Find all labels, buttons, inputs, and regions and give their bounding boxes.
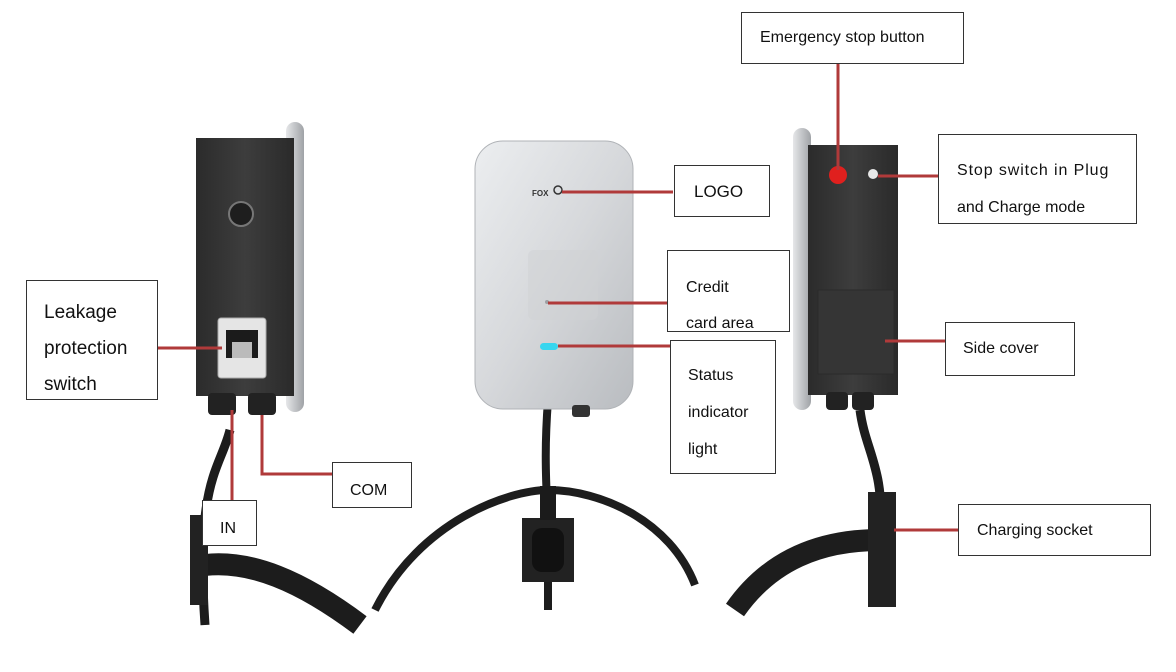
center-charger: FOX <box>371 140 699 612</box>
com-text: COM <box>350 482 388 499</box>
emergency-stop-button <box>829 166 847 184</box>
charging-socket-text: Charging socket <box>977 522 1093 539</box>
credit-card-text-1: Credit <box>686 279 729 296</box>
charging-socket-label: Charging socket <box>958 504 1151 556</box>
center-bottom-port <box>572 405 590 417</box>
emergency-stop-label: Emergency stop button <box>741 12 964 64</box>
stop-switch-text-1: Stop switch in Plug <box>957 162 1110 179</box>
side-cover <box>817 289 895 375</box>
leakage-text-3: switch <box>44 374 97 395</box>
status-text-3: light <box>688 441 718 458</box>
right-rim <box>793 128 811 410</box>
leakage-text-1: Leakage <box>44 302 117 323</box>
right-plug-cable <box>725 529 881 617</box>
in-label: IN <box>202 500 257 546</box>
right-charger <box>725 128 898 617</box>
left-charger <box>190 122 367 634</box>
com-gland <box>248 393 276 415</box>
left-round-button <box>228 201 254 227</box>
in-gland <box>208 393 236 415</box>
stop-switch-text-2: and Charge mode <box>957 199 1086 216</box>
stop-switch-button <box>868 169 878 179</box>
status-light <box>540 343 558 350</box>
in-text: IN <box>220 520 236 537</box>
side-cover-label: Side cover <box>945 322 1075 376</box>
right-gland-2 <box>852 392 874 410</box>
stop-switch-label: Stop switch in Plug and Charge mode <box>938 134 1137 224</box>
leakage-label: Leakage protection switch <box>26 280 158 400</box>
center-holster-socket <box>532 528 564 572</box>
logo-text: LOGO <box>694 182 744 201</box>
side-cover-text: Side cover <box>963 340 1039 357</box>
charging-socket <box>868 492 896 607</box>
status-label: Status indicator light <box>670 340 776 474</box>
right-gland-1 <box>826 392 848 410</box>
credit-card-area <box>528 250 598 320</box>
credit-card-label: Credit card area <box>667 250 790 332</box>
leader-lines <box>158 62 958 532</box>
brand-logo-mark <box>553 185 563 195</box>
center-plug-neck <box>540 486 556 520</box>
credit-card-text-2: card area <box>686 315 754 332</box>
leakage-switch-lever <box>232 342 252 358</box>
left-cable-plug <box>203 553 367 634</box>
leakage-text-2: protection <box>44 338 128 359</box>
brand-logo: FOX <box>532 189 549 198</box>
emergency-stop-text: Emergency stop button <box>760 29 925 46</box>
status-text-1: Status <box>688 367 734 384</box>
com-leader <box>260 415 332 476</box>
com-label: COM <box>332 462 412 508</box>
logo-label: LOGO <box>674 165 770 217</box>
status-text-2: indicator <box>688 404 749 421</box>
